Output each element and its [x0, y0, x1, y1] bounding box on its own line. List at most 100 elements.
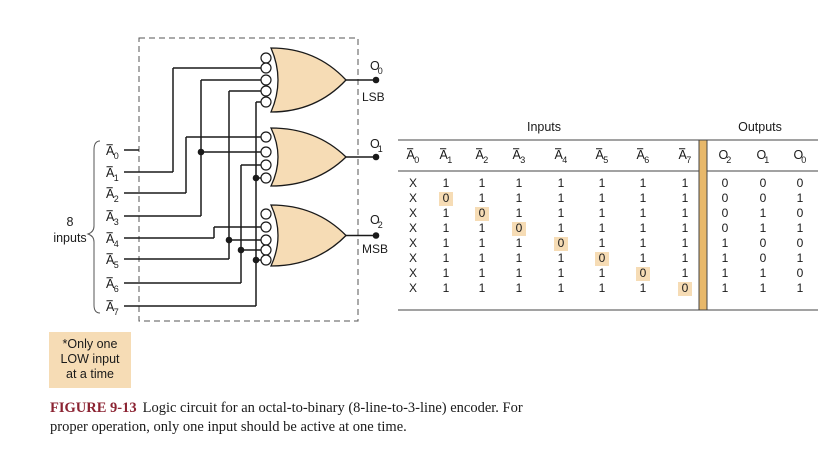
cell-r4-o2: 1 [722, 236, 729, 250]
output-label-o1: O1 [370, 137, 383, 154]
cell-r1-a3: 1 [516, 191, 523, 205]
cell-r6-o0: 0 [797, 266, 804, 280]
encoder-boundary [138, 37, 359, 322]
caption-line-2: proper operation, only one input should … [50, 419, 407, 435]
cell-r4-a7: 1 [682, 236, 689, 250]
cell-r2-a6: 1 [640, 206, 647, 220]
inputs-outputs-divider [698, 139, 708, 311]
output-note-o2: MSB [362, 242, 388, 256]
or-gate-o0-inversion-bubble-2 [260, 74, 272, 86]
active-input-highlight-row-2 [475, 207, 489, 221]
col-header-o1: O1 [757, 148, 770, 165]
output-label-o0-subscript: 0 [378, 66, 383, 76]
cell-r6-a2: 1 [479, 266, 486, 280]
col-header-a2-subscript: 2 [483, 155, 488, 165]
cell-r6-a0: X [409, 266, 417, 280]
cell-r2-a2: 0 [479, 206, 486, 220]
or-gate-o1-inversion-bubble-1 [260, 146, 272, 158]
col-header-a7-letter: A [679, 148, 688, 162]
cell-r1-o0: 1 [797, 191, 804, 205]
col-header-a1-letter: A [440, 148, 449, 162]
cell-r0-a2: 1 [479, 176, 486, 190]
col-header-o0-subscript: 0 [801, 155, 806, 165]
col-header-a5-letter: A [596, 148, 605, 162]
caption-line-1: Logic circuit for an octal-to-binary (8-… [142, 400, 523, 416]
col-header-a4-subscript: 4 [562, 155, 567, 165]
junction-a6-0 [237, 246, 245, 254]
cell-r5-a1: 1 [443, 251, 450, 265]
or-gate-o1 [269, 127, 347, 187]
cell-r4-a3: 1 [516, 236, 523, 250]
output-note-o0: LSB [362, 90, 385, 104]
cell-r6-a7: 1 [682, 266, 689, 280]
cell-r7-a2: 1 [479, 281, 486, 295]
cell-r7-o2: 1 [722, 281, 729, 295]
cell-r3-a1: 1 [443, 221, 450, 235]
cell-r2-a7: 1 [682, 206, 689, 220]
input-label-a0-letter: A [106, 144, 115, 158]
cell-r5-a6: 1 [640, 251, 647, 265]
outputs-header: Outputs [738, 120, 782, 134]
cell-r5-o0: 1 [797, 251, 804, 265]
cell-r2-a1: 1 [443, 206, 450, 220]
output-label-o1-letter: O [370, 137, 380, 151]
cell-r6-a6: 0 [640, 266, 647, 280]
or-gate-o0-inversion-bubble-1 [260, 62, 272, 74]
cell-r1-a6: 1 [640, 191, 647, 205]
col-header-a0-letter: A [407, 148, 416, 162]
cell-r7-a3: 1 [516, 281, 523, 295]
col-header-a2-letter: A [476, 148, 485, 162]
cell-r5-a5: 0 [599, 251, 606, 265]
col-header-a0-subscript: 0 [414, 155, 419, 165]
cell-r0-a5: 1 [599, 176, 606, 190]
cell-r0-a1: 1 [443, 176, 450, 190]
inputs-count-label: 8 [67, 215, 74, 229]
cell-r3-a0: X [409, 221, 417, 235]
figure-label: FIGURE 9-13 [50, 400, 137, 416]
cell-r0-a7: 1 [682, 176, 689, 190]
cell-r3-a4: 1 [558, 221, 565, 235]
cell-r5-o1: 0 [760, 251, 767, 265]
single-input-note: *Only one LOW input at a time [49, 332, 131, 388]
input-label-a1-subscript: 1 [114, 173, 119, 183]
or-gate-o2 [269, 204, 347, 267]
cell-r2-a3: 1 [516, 206, 523, 220]
cell-r5-a2: 1 [479, 251, 486, 265]
input-label-a7-letter: A [106, 300, 115, 314]
col-header-a5-subscript: 5 [603, 155, 608, 165]
input-label-a5-subscript: 5 [114, 260, 119, 270]
cell-r3-a7: 1 [682, 221, 689, 235]
input-label-a7-subscript: 7 [114, 307, 119, 317]
input-brace [86, 140, 101, 314]
note-line-2: LOW input [60, 352, 120, 366]
cell-r6-a4: 1 [558, 266, 565, 280]
col-header-o0: O0 [794, 148, 807, 165]
output-node-o2 [372, 232, 380, 239]
cell-r4-a2: 1 [479, 236, 486, 250]
input-label-a2-letter: A [106, 187, 115, 201]
cell-r7-a7: 0 [682, 281, 689, 295]
cell-r1-a5: 1 [599, 191, 606, 205]
cell-r2-a4: 1 [558, 206, 565, 220]
cell-r4-a6: 1 [640, 236, 647, 250]
junction-a3-0 [197, 148, 205, 156]
cell-r4-a4: 0 [558, 236, 565, 250]
figure-caption: FIGURE 9-13 Logic circuit for an octal-to… [50, 399, 650, 437]
cell-r3-a3: 0 [516, 221, 523, 235]
input-label-a6-letter: A [106, 277, 115, 291]
cell-r6-a5: 1 [599, 266, 606, 280]
cell-r1-o2: 0 [722, 191, 729, 205]
cell-r3-a2: 1 [479, 221, 486, 235]
output-label-o2-subscript: 2 [378, 220, 383, 230]
